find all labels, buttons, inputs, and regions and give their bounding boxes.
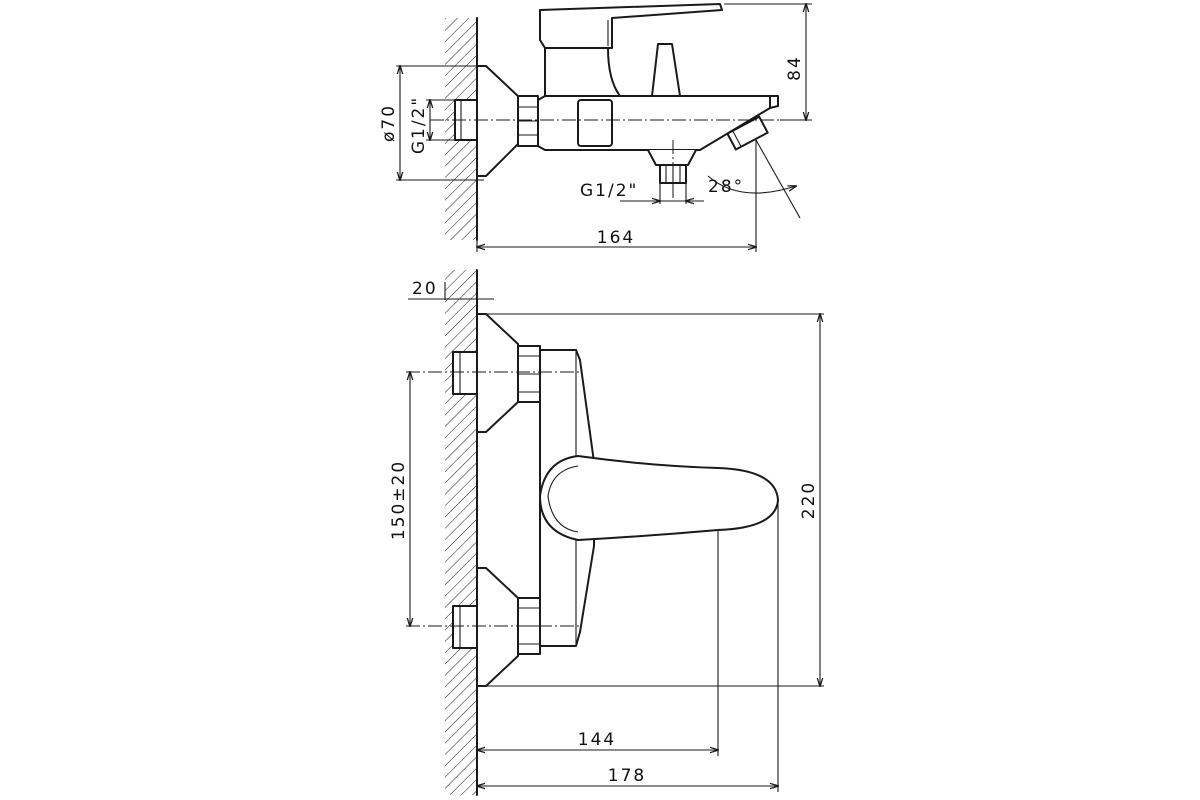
dim-depth-164: 164 bbox=[597, 228, 635, 248]
dim-angle: 28° bbox=[708, 177, 744, 197]
dim-width-178: 178 bbox=[608, 766, 646, 786]
dim-height: 84 bbox=[785, 55, 805, 81]
aerator bbox=[726, 115, 769, 151]
side-view: ø70 G1/2" 84 G1/2" 28° 164 bbox=[379, 3, 812, 252]
dim-diameter: ø70 bbox=[379, 104, 399, 142]
dim-wall-offset: 20 bbox=[412, 279, 438, 299]
lower-inlet-pipe bbox=[452, 605, 478, 649]
dim-center-distance: 150±20 bbox=[389, 460, 409, 540]
plan-view: 20 150±20 220 144 178 bbox=[389, 269, 824, 796]
dim-lever-reach: 144 bbox=[578, 730, 616, 750]
handle-lever-front bbox=[539, 455, 779, 541]
dim-height-220: 220 bbox=[799, 481, 819, 519]
cone-flange bbox=[476, 65, 521, 177]
diverter-housing bbox=[577, 99, 613, 147]
hose-outlet-neck bbox=[647, 149, 697, 166]
handle-lever-side bbox=[539, 3, 723, 49]
upper-inlet-pipe bbox=[452, 351, 478, 395]
spout-lip bbox=[759, 95, 779, 109]
wall-hatch-bottom bbox=[445, 270, 477, 795]
dim-thread-outlet: G1/2" bbox=[580, 181, 638, 201]
upper-flange bbox=[476, 313, 519, 433]
cartridge-riser bbox=[544, 47, 621, 97]
diverter-knob bbox=[651, 43, 681, 97]
dim-thread-inlet: G1/2" bbox=[409, 96, 429, 154]
lower-flange bbox=[476, 567, 519, 687]
